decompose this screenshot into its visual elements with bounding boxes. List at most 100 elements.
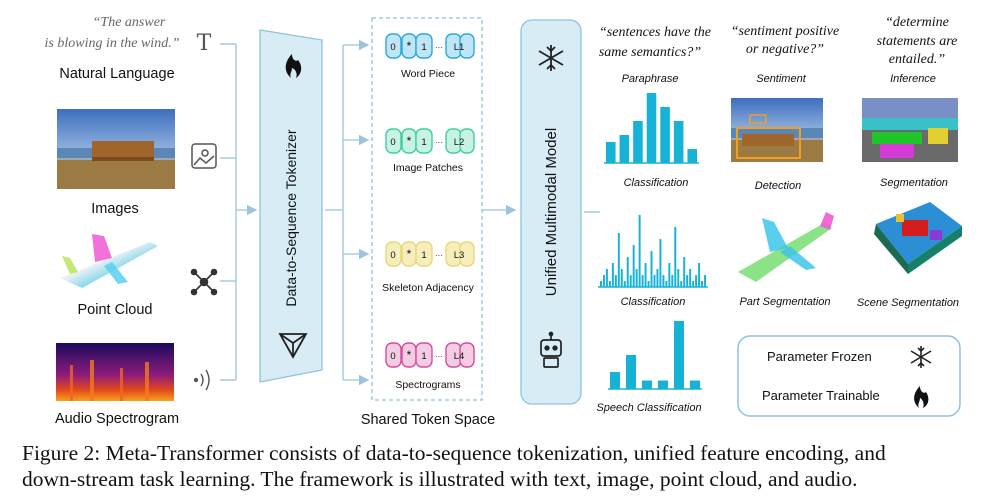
bar: [635, 269, 638, 287]
bar: [659, 239, 662, 287]
bar: [695, 275, 698, 287]
unified-model-label: Unified Multimodal Model: [543, 128, 560, 296]
bar: [620, 269, 623, 287]
bar: [602, 275, 605, 287]
token-space-box: [371, 17, 483, 401]
legend-snowflake-icon: [910, 346, 932, 368]
bar: [668, 263, 671, 287]
token-one-text: 1: [421, 42, 426, 53]
token-row-label: Spectrograms: [395, 379, 460, 391]
bar: [653, 275, 656, 287]
token-zero-text: 0: [390, 351, 395, 362]
bar: [690, 380, 700, 389]
token-1-pill: [415, 128, 433, 154]
bar: [680, 281, 683, 287]
part-segmentation-airplane: [738, 212, 834, 282]
token-0-pill: [385, 128, 402, 154]
token-1-pill: [415, 241, 433, 267]
figure-caption: Figure 2: Meta-Transformer consists of d…: [22, 440, 987, 492]
bar: [687, 149, 697, 163]
sound-wave-icon: [193, 369, 210, 391]
image-frame-icon: [191, 143, 217, 169]
bar: [617, 233, 620, 287]
audio-label: Audio Spectrogram: [55, 411, 179, 427]
legend-trainable-label: Parameter Trainable: [762, 388, 880, 403]
detection-image: [731, 98, 823, 162]
bar: [614, 275, 617, 287]
segmentation-image: [862, 98, 958, 162]
sentiment-label: Sentiment: [756, 73, 806, 85]
point-cloud-label: Point Cloud: [78, 302, 153, 318]
tokenizer-label: Data-to-Sequence Tokenizer: [283, 129, 299, 307]
bar: [683, 257, 686, 287]
q2-line1: “sentiment positive: [731, 24, 840, 39]
speech-label: Speech Classification: [596, 402, 701, 414]
bar: [677, 269, 680, 287]
nl-quote-line1: “The answer: [93, 15, 166, 30]
bar: [671, 275, 674, 287]
q3-line2: statements are: [877, 34, 958, 49]
tokenizer-flame-icon: [285, 54, 302, 78]
bar: [623, 281, 626, 287]
bar: [686, 275, 689, 287]
bar: [626, 257, 629, 287]
q3-line1: “determine: [885, 15, 949, 30]
token-0-pill: [385, 342, 402, 368]
token-row-label: Skeleton Adjacency: [382, 282, 474, 294]
scene-seg-label: Scene Segmentation: [857, 297, 959, 309]
token-one-text: 1: [421, 250, 426, 261]
bar: [692, 281, 695, 287]
unified-model-block: [520, 19, 582, 405]
legend-frozen-label: Parameter Frozen: [767, 349, 872, 364]
token-one-text: 1: [421, 351, 426, 362]
q1-line1: “sentences have the: [599, 25, 711, 40]
input-connectors: [220, 43, 258, 381]
bar: [674, 227, 677, 287]
images-label: Images: [91, 201, 139, 217]
bar: [656, 269, 659, 287]
bar: [641, 275, 644, 287]
bar: [701, 281, 704, 287]
token-dots-text: ···: [435, 43, 443, 52]
token-0-pill: [385, 33, 402, 59]
legend-flame-icon: [914, 386, 929, 408]
token-end-pill: [459, 241, 475, 267]
tokenizer-prism-icon: [278, 333, 308, 359]
speech-bar-chart: [608, 321, 702, 390]
paraphrase-label: Paraphrase: [622, 73, 679, 85]
tokenizer-connectors: [325, 39, 370, 386]
classification-bar-chart: [598, 215, 708, 288]
bar: [658, 380, 668, 389]
part-seg-label: Part Segmentation: [739, 296, 830, 308]
bar: [600, 281, 602, 287]
token-zero-text: 0: [390, 42, 395, 53]
model-snowflake-icon: [538, 45, 564, 71]
bar: [629, 275, 632, 287]
token-one-text: 1: [421, 137, 426, 148]
token-end-pill: [459, 128, 475, 154]
text-t-icon: T: [197, 31, 212, 56]
q2-line2: or negative?”: [746, 42, 824, 57]
classification2-label: Classification: [621, 296, 686, 308]
bar: [642, 380, 652, 389]
bar: [611, 263, 614, 287]
token-length-text: L4: [454, 351, 465, 362]
bar: [619, 135, 630, 163]
caption-line1: Figure 2: Meta-Transformer consists of d…: [22, 441, 886, 465]
segmentation-label: Segmentation: [880, 177, 948, 189]
bar: [646, 93, 657, 163]
detection-label: Detection: [755, 180, 801, 192]
token-star-text: *: [407, 247, 412, 261]
token-length-text: L2: [454, 137, 465, 148]
token-end-pill: [459, 342, 475, 368]
token-dots-text: ···: [435, 138, 443, 147]
natural-language-label: Natural Language: [59, 66, 174, 82]
q3-line3: entailed.”: [889, 52, 946, 67]
classification1-label: Classification: [624, 177, 689, 189]
token-length-text: L3: [454, 250, 465, 261]
token-1-pill: [415, 342, 433, 368]
model-robot-icon: [540, 331, 562, 368]
